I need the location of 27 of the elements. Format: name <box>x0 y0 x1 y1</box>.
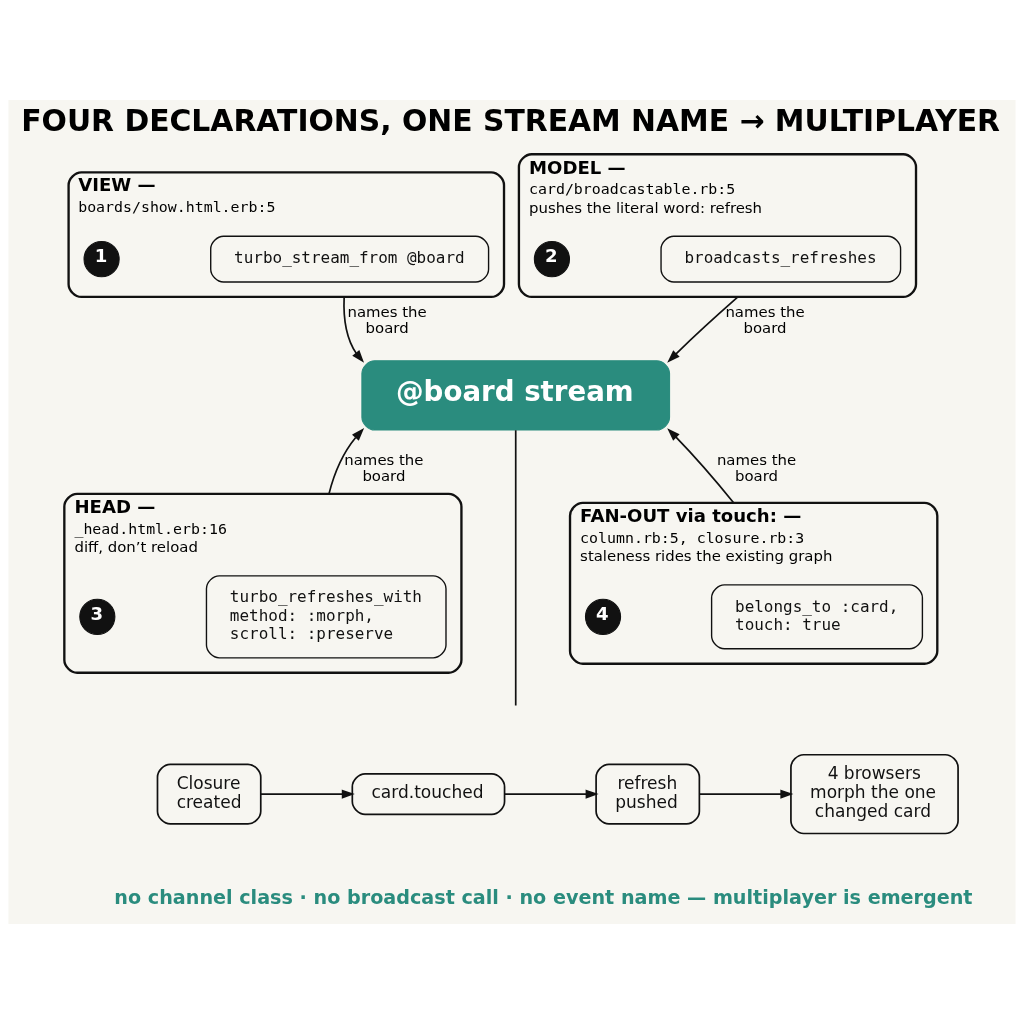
diagram-title: FOUR DECLARATIONS, ONE STREAM NAME → MULTIPLAYER <box>21 103 1001 139</box>
arrow <box>667 428 735 504</box>
edge-label: names the board <box>716 451 797 486</box>
node-box: turbo_stream_from @board <box>210 235 490 283</box>
node-circle: 1 <box>83 241 120 278</box>
node-box: broadcasts_refreshes <box>660 235 902 283</box>
edge-label: names the board <box>725 303 805 338</box>
node-box: Closure created <box>156 763 262 825</box>
arrow <box>328 428 365 495</box>
connector <box>514 429 517 707</box>
arrow <box>667 296 739 363</box>
node-circle: 2 <box>533 241 570 278</box>
node-circle: 3 <box>79 598 116 635</box>
arrow <box>343 296 365 363</box>
node-circle: 4 <box>584 598 622 635</box>
arrow <box>503 789 599 799</box>
caption: no channel class · no broadcast call · no event name — multiplayer is emergent <box>114 886 973 910</box>
arrow <box>260 789 355 799</box>
node-box: refresh pushed <box>595 763 701 825</box>
node-box: @board stream <box>361 360 671 431</box>
node-box: card.touched <box>351 773 506 816</box>
edge-label: names the board <box>347 303 427 338</box>
node-box: belongs_to :card, touch: true <box>710 584 924 650</box>
edge-label: names the board <box>344 451 424 486</box>
arrow <box>698 789 794 799</box>
node-box: 4 browsers morph the one changed card <box>790 753 959 835</box>
node-box: turbo_refreshes_with method: :morph, scroll: :preserve <box>205 575 447 659</box>
